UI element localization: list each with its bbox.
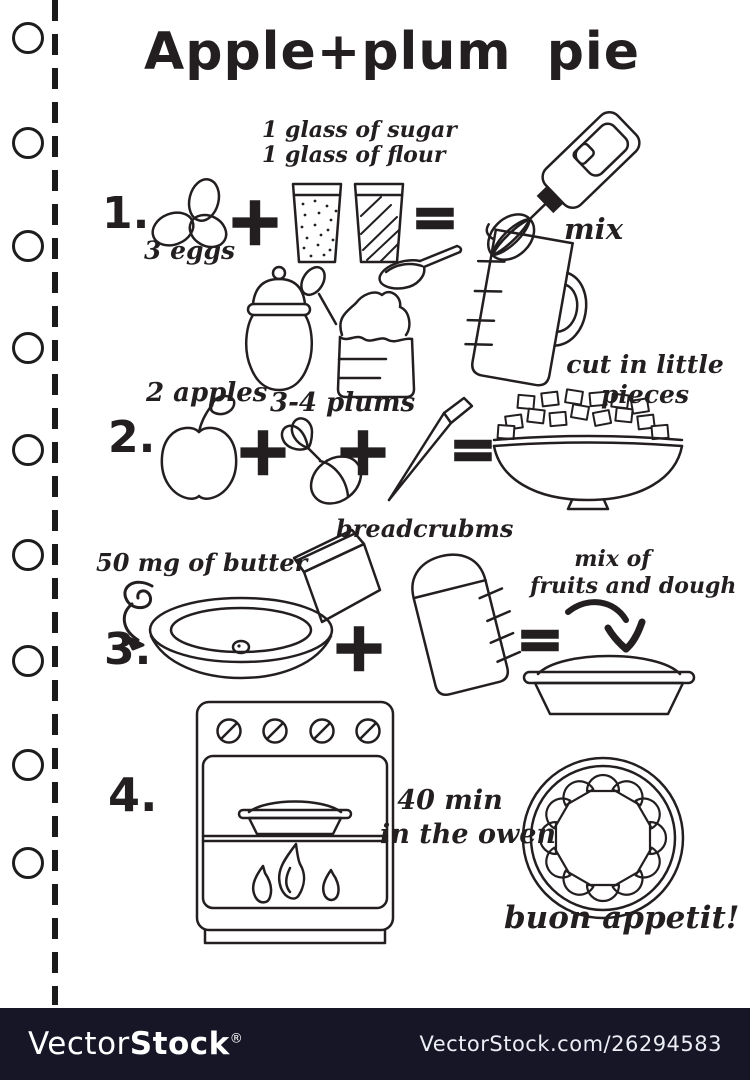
punch-hole [12,539,44,571]
sugar-label: 1 glass of sugar [262,117,457,143]
sugar-pot-icon [245,265,338,392]
scoop-icon [378,244,463,290]
punch-hole [12,230,44,262]
tear-line [52,0,58,1005]
registered-mark: ® [229,1031,244,1047]
oven-icon [195,700,395,945]
punch-hole [12,127,44,159]
plum-icon [280,417,363,505]
punch-hole [12,645,44,677]
bake-time-label: 40 min in the owen [380,785,557,850]
plus-sign: + [329,608,388,687]
mix-label: mix [564,212,623,246]
fruit-bowl-icon [492,388,684,511]
page-title: Apple+plum pie [143,22,641,82]
sugar-glass-icon [291,182,343,264]
sugar-flour-label: 1 glass of sugar 1 glass of flour [262,118,457,168]
step1-number: 1. [102,188,150,239]
apple-icon [160,394,238,500]
vectorstock-logo: VectorStock® [28,1026,244,1062]
curved-arrow-icon [565,599,646,653]
pie-dish-icon [522,654,696,716]
mix-of-label: mix of fruits and dough [530,546,737,599]
measuring-cup-icon [464,223,588,387]
punch-hole [12,847,44,879]
flour-label: 1 glass of flour [262,142,446,168]
eggs-icon [151,178,228,249]
punch-hole [12,332,44,364]
punch-hole [12,749,44,781]
butter-pan-icon [148,596,334,680]
flour-jar-icon [336,290,416,399]
watermark-url: VectorStock.com/26294583 [419,1032,722,1056]
eggs-label: 3 eggs [144,236,236,265]
knife-icon [387,396,474,502]
plus-sign: + [333,412,392,491]
curl-arrow-icon [122,580,154,651]
breadcrumbs-label: breadcrubms [336,514,514,543]
equals-sign: = [515,607,564,672]
step4-number: 4. [108,768,158,822]
step2-number: 2. [108,412,156,463]
step3-number: 3. [104,624,152,675]
butter-label: 50 mg of butter [96,548,308,577]
equals-sign: = [410,185,459,250]
punch-hole [12,434,44,466]
watermark-bar: VectorStock® VectorStock.com/26294583 [0,1008,750,1080]
equals-sign: = [448,417,497,482]
plus-sign: + [225,182,284,261]
dough-cup-icon [411,553,522,696]
punch-hole [12,22,44,54]
baked-pie-icon [521,756,685,920]
apples-label: 2 apples [146,378,268,408]
cut-pieces-label: cut in little pieces [566,350,724,409]
plums-label: 3-4 plums [270,388,416,418]
closing-label: buon appetit! [504,900,740,936]
breadcrumbs-box-icon [292,528,382,624]
